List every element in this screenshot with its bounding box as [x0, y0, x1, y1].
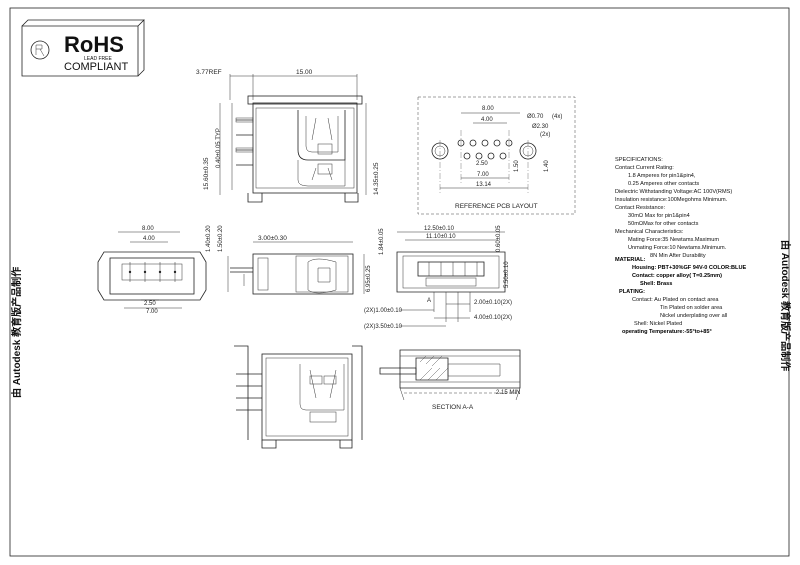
- rohs-logo: RoHS LEAD FREE COMPLIANT: [21, 19, 145, 77]
- spec-plating-shell: Shell: Nickel Plated: [634, 321, 682, 327]
- spec-plating-contact-3: Nickel underplating over all: [660, 313, 727, 319]
- bottom-view: [234, 345, 363, 449]
- drawing-frame: [9, 7, 790, 557]
- spec-line-5: Insulation resistance:100Megohms Minimum…: [615, 197, 728, 203]
- rohs-title: RoHS: [64, 32, 124, 57]
- spec-line-8: 50mΩMax for other contacts: [628, 221, 699, 227]
- front-small-dim-8: 8.00: [142, 226, 154, 232]
- spec-temperature: operating Temperature:-55°to+85°: [622, 329, 712, 335]
- section-caption: SECTION A-A: [432, 404, 474, 411]
- front-dim-1250: 12.50±0.10: [424, 226, 455, 232]
- spec-shell: Shell: Brass: [640, 281, 672, 287]
- front-small-dim-250: 2.50: [144, 301, 156, 307]
- rohs-subtitle: LEAD FREE: [84, 56, 112, 62]
- top-ref-dim: 3.77REF: [196, 69, 222, 76]
- front-dim-100: (2X)1.00±0.10: [364, 308, 403, 314]
- top-height-left-dim: 15.60±0.35: [203, 157, 210, 190]
- spec-line-10: Mating Force:35 Newtams.Maximum: [628, 237, 719, 243]
- side-dim-140: 1.40±0.20: [206, 225, 212, 252]
- spec-line-7: 30mΩ Max for pin1&pin4: [628, 213, 690, 219]
- side-dim-695: 6.95±0.25: [366, 265, 372, 292]
- side-label-right: 由 Autodesk 教育版产品制作: [779, 240, 792, 371]
- side-dim-300: 3.00±0.30: [258, 235, 287, 242]
- top-height-right-dim: 14.35±0.25: [373, 162, 380, 195]
- rohs-compliant: COMPLIANT: [64, 61, 128, 73]
- front-dim-184: 1.84±0.05: [379, 228, 385, 255]
- side-label-left: 由 Autodesk 教育版产品制作: [10, 267, 23, 398]
- pcb-dim-7: 7.00: [477, 172, 489, 178]
- spec-line-3: 0.25 Amperes other contacts: [628, 181, 699, 187]
- front-view: 12.50±0.10 11.10±0.10 1.84±0.05 0.60±0.0…: [364, 225, 512, 330]
- front-small-view: 8.00 4.00 2.50 7.00: [97, 226, 207, 315]
- spec-line-2: 1.8 Amperes for pin1&pin4,: [628, 173, 696, 179]
- spec-material-label: MATERIAL:: [615, 257, 645, 263]
- pcb-hole-small: Ø0.70: [527, 114, 544, 120]
- spec-line-1: Contact Current Rating:: [615, 165, 674, 171]
- front-section-label: A: [427, 298, 431, 304]
- front-dim-200: 2.00±0.10(2X): [474, 300, 512, 306]
- specifications: SPECIFICATIONS: Contact Current Rating: …: [615, 157, 746, 335]
- front-dim-060: 0.60±0.05: [496, 225, 502, 252]
- pcb-layout: 8.00 4.00 Ø0.70 (4x) Ø2.30 (2x) 2.50 7.0…: [417, 96, 576, 215]
- pcb-dim-4: 4.00: [481, 117, 493, 123]
- pcb-hole-large: Ø2.30: [532, 124, 549, 130]
- pcb-hole-large-count: (2x): [540, 132, 550, 138]
- pcb-hole-small-count: (4x): [552, 114, 562, 120]
- spec-plating-contact-2: Tin Plated on solder area: [660, 305, 723, 311]
- front-dim-550: 5.50±0.10: [504, 261, 510, 288]
- rohs-seal-icon: [30, 40, 50, 60]
- spec-line-0: SPECIFICATIONS:: [615, 157, 663, 163]
- spec-plating-contact-1: Contact: Au Plated on contact area: [632, 297, 719, 303]
- spec-line-6: Contact Resistance:: [615, 205, 666, 211]
- spec-line-4: Dielectric Withstanding Voltage:AC 100V(…: [615, 189, 732, 195]
- front-dim-400: 4.00±0.10(2X): [474, 315, 512, 321]
- spec-contact: Contact: copper alloy( T=0.25mm): [632, 273, 722, 279]
- spec-line-9: Mechanical Characteristics:: [615, 229, 684, 235]
- front-small-dim-7: 7.00: [146, 309, 158, 315]
- pcb-caption: REFERENCE PCB LAYOUT: [455, 203, 538, 210]
- pcb-dim-150: 1.50: [514, 160, 520, 172]
- top-width-dim: 15.00: [296, 69, 313, 76]
- front-small-dim-4: 4.00: [143, 236, 155, 242]
- section-a-a: 2.15 MIN SECTION A-A: [379, 349, 521, 411]
- spec-line-12: 8N Min After Durability: [650, 253, 706, 259]
- pcb-dim-140: 1.40: [544, 160, 550, 172]
- front-dim-350: (2X)3.50±0.10: [364, 324, 403, 330]
- pcb-dim-1314: 13.14: [476, 182, 492, 188]
- spec-housing: Housing: PBT+30%GF 94V-0 COLOR:BLUE: [632, 265, 746, 271]
- side-dim-150: 1.50±0.20: [218, 225, 224, 252]
- side-view: 3.00±0.30 1.40±0.20 1.50±0.20 6.95±0.25: [206, 225, 372, 295]
- spec-plating-label: PLATING:: [619, 289, 645, 295]
- front-dim-1110: 11.10±0.10: [426, 234, 456, 240]
- top-view: 3.77REF 15.00 15.60±0.35 0.40±0.05 TYP 1…: [196, 69, 380, 203]
- section-min-dim: 2.15 MIN: [496, 390, 520, 396]
- top-pitch-dim: 0.40±0.05 TYP: [216, 128, 222, 168]
- pcb-dim-250: 2.50: [476, 161, 488, 167]
- spec-line-11: Unmating Force:10 Newtams.Minimum.: [628, 245, 727, 251]
- pcb-dim-8: 8.00: [482, 106, 494, 112]
